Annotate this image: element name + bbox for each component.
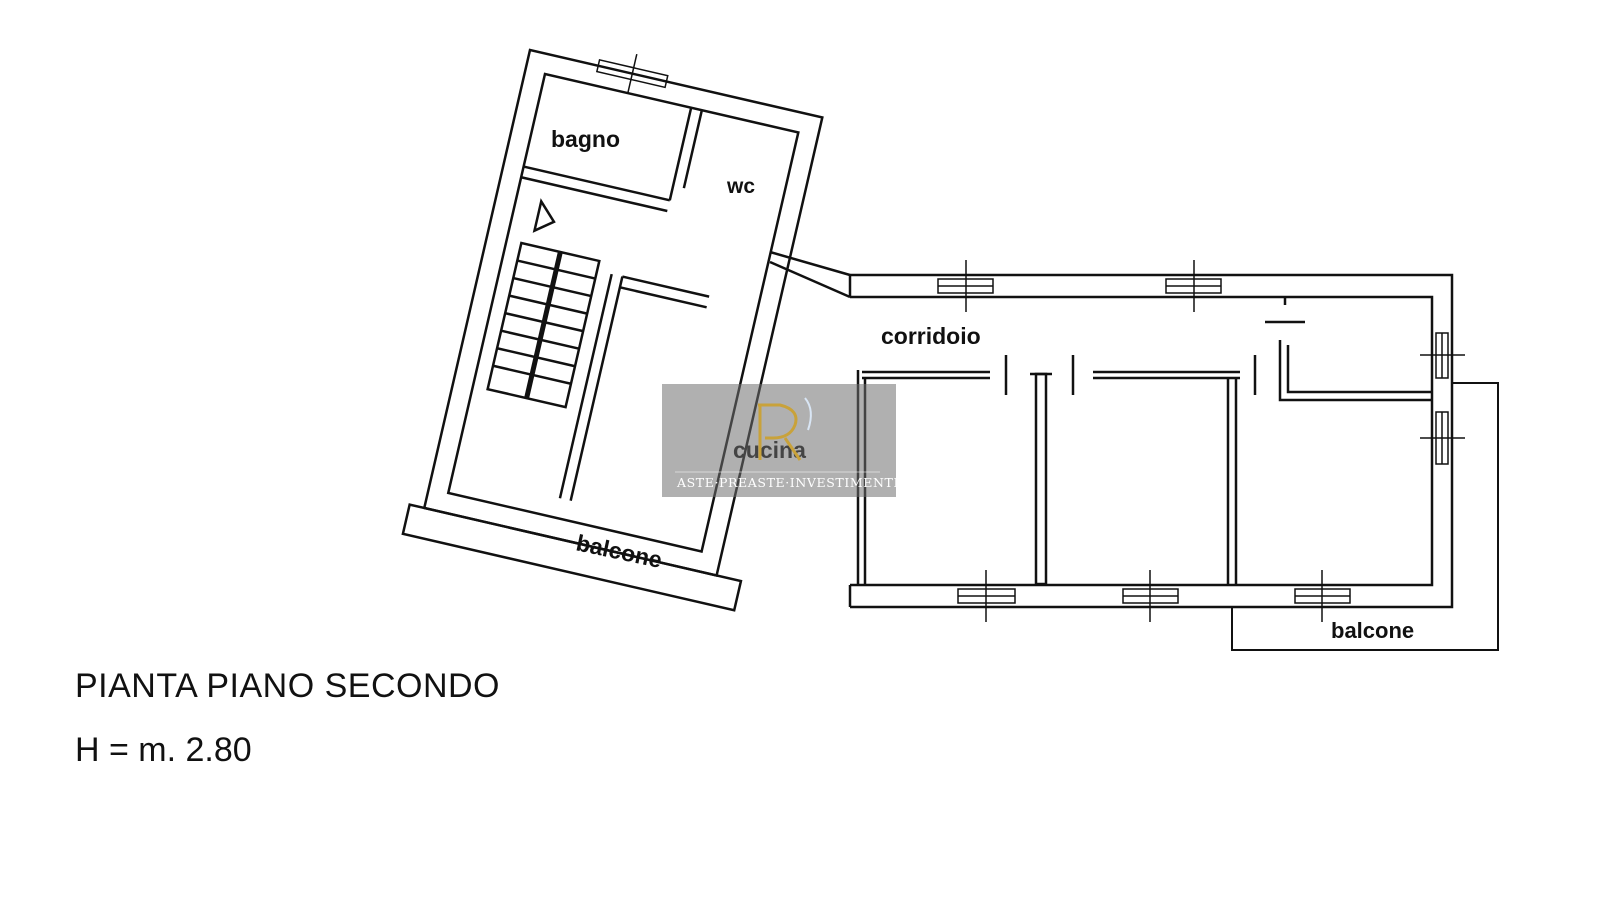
bath-partition <box>523 165 671 202</box>
left-wing-inner-wall <box>446 72 800 553</box>
right-balcony <box>1231 382 1499 651</box>
small-room-wall <box>1278 340 1432 402</box>
plan-title: PIANTA PIANO SECONDO <box>75 667 501 705</box>
connector-wall-top <box>769 250 851 277</box>
stair-direction-arrow <box>532 198 556 233</box>
right-wing-inner-wall <box>850 295 1434 587</box>
kitchen-partition <box>558 273 613 499</box>
room-label-bagno: bagno <box>551 126 620 152</box>
room-divider-1 <box>1034 372 1048 586</box>
left-balcony <box>401 503 743 612</box>
watermark-tagline: ASTE·PREASTE·INVESTIMENTI <box>676 475 899 490</box>
room-label-corridoio: corridoio <box>881 323 981 349</box>
room-label-wc: wc <box>726 175 755 198</box>
wc-partition <box>668 107 693 201</box>
left-wing <box>401 48 824 612</box>
watermark: ASTE·PREASTE·INVESTIMENTI <box>662 384 899 497</box>
room-label-balcone-right: balcone <box>1331 618 1414 643</box>
right-wing-outer-wall <box>850 273 1454 609</box>
ceiling-height-note: H = m. 2.80 <box>75 731 252 769</box>
room-label-balcone-left: balcone <box>574 529 664 573</box>
watermark-box <box>662 384 896 497</box>
watermark-logo <box>758 397 812 461</box>
